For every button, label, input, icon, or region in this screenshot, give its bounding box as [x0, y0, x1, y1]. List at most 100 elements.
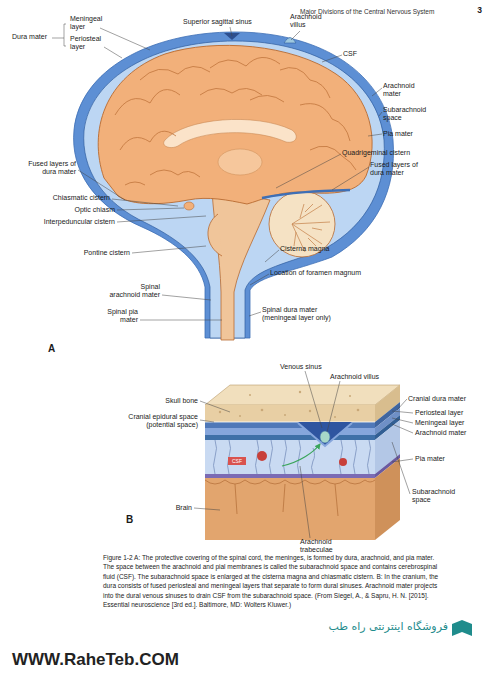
arachnoid-villus [284, 38, 296, 44]
leader-lines [322, 55, 342, 62]
cerebrum [218, 149, 262, 175]
brainstem [212, 190, 270, 340]
leader-lines [379, 112, 382, 116]
leader-lines [276, 154, 341, 188]
part-label: Arachnoid mater [383, 82, 428, 98]
part-label: Dura mater [12, 33, 54, 41]
leader-lines [200, 401, 230, 412]
leader-lines [132, 246, 206, 253]
part-label: Cranial dura mater [408, 395, 488, 403]
skull-speckles [219, 391, 360, 418]
skull-speckles [239, 415, 241, 417]
brainstem [208, 190, 270, 340]
superior-sagittal-sinus [224, 33, 240, 40]
leader-lines [117, 216, 206, 222]
part-label: Fused layers of dura mater [16, 160, 76, 176]
page-number: 3 [462, 6, 482, 16]
leader-lines [230, 27, 232, 36]
part-label: Interpeduncular cistern [10, 218, 115, 226]
skull-speckles [284, 414, 286, 416]
leader-lines [117, 208, 184, 210]
optic-chiasm [184, 202, 194, 210]
skull-speckles [261, 409, 264, 412]
cerebrum [98, 45, 372, 204]
part-label: Subarachnoid space [383, 106, 443, 122]
brainstem [208, 214, 222, 256]
page-header: Major Divisions of the Central Nervous S… [300, 8, 470, 15]
part-label: Meningeal layer [415, 419, 490, 427]
leader-lines [392, 418, 413, 423]
skull-speckles [349, 395, 351, 397]
leader-lines [265, 250, 279, 262]
leader-lines [194, 508, 220, 510]
subarachnoid-space [205, 440, 375, 474]
leader-lines [200, 420, 214, 422]
part-label: Spinal dura mater (meningeal layer only) [262, 306, 342, 322]
part-label: Quadrigeminal cistern [342, 149, 442, 157]
leader-lines [52, 24, 382, 320]
part-label: Cisterna magna [280, 245, 360, 253]
meningeal-layer [205, 428, 375, 435]
part-label: Subarachnoid space [412, 488, 467, 504]
watermark: WWW.RaheTeb.COM [12, 650, 242, 670]
blood-vessel [257, 451, 267, 461]
skull-speckles [334, 416, 336, 418]
part-label: Arachnoid villus [330, 373, 400, 381]
cerebrum [98, 45, 372, 204]
part-label: CSF [228, 457, 246, 465]
leader-lines [372, 88, 382, 96]
cerebrum [115, 57, 356, 185]
figure-caption: Figure 1-2 A: The protective covering of… [103, 553, 441, 610]
part-label: Arachnoid trabeculae [300, 538, 360, 554]
meninges-block [205, 385, 400, 540]
leader-lines [162, 295, 211, 300]
leader-lines [392, 424, 413, 433]
brain-sagittal-section [74, 32, 394, 340]
skull-top [205, 385, 400, 405]
leader-lines [368, 134, 382, 136]
leader-lines [194, 371, 413, 538]
panel-letter: B [126, 514, 140, 526]
skull-speckles [309, 410, 311, 412]
part-label: CSF [343, 50, 373, 58]
part-label: Periosteal layer [415, 409, 490, 417]
part-label: Pontine cistern [40, 249, 130, 257]
part-label: Skull bone [130, 397, 198, 405]
csf-flow-arrow [282, 444, 320, 466]
pia-mater [205, 474, 375, 478]
leader-lines [249, 312, 261, 316]
part-label: Periosteal layer [70, 35, 110, 51]
leader-lines [392, 459, 413, 462]
leader-lines [104, 47, 122, 58]
part-label: Pia mater [415, 455, 475, 463]
leader-lines [112, 199, 178, 206]
leader-lines [397, 399, 407, 410]
part-label: Superior sagittal sinus [183, 18, 278, 26]
csf-tag [228, 457, 246, 465]
block-side [375, 385, 400, 540]
skull-speckles [357, 409, 360, 412]
part-label: Spinal pia mater [96, 308, 138, 324]
brain-gyri [205, 480, 375, 516]
watermark: فروشگاه اینترنتی راه طب [236, 621, 448, 634]
leader-lines [140, 320, 222, 321]
watermark-logo [452, 620, 472, 636]
leader-lines [291, 31, 300, 40]
arachnoid-trabeculae [214, 440, 371, 474]
watermark-logo [452, 620, 472, 636]
leader-lines [332, 167, 369, 190]
tentorium [262, 190, 350, 198]
part-label: Cranial epidural space (potential space) [104, 413, 198, 429]
skull-speckles [299, 391, 301, 393]
leader-lines [327, 381, 340, 432]
part-label: Spinal arachnoid mater [108, 283, 160, 299]
skull-speckles [249, 394, 251, 396]
sinus-wall [298, 423, 352, 446]
venous-sinus [298, 422, 352, 446]
leader-lines [392, 411, 413, 413]
brain-tissue [205, 478, 375, 540]
cerebrum [164, 119, 297, 147]
part-label: Arachnoid villus [290, 13, 335, 29]
block-side [375, 458, 400, 540]
